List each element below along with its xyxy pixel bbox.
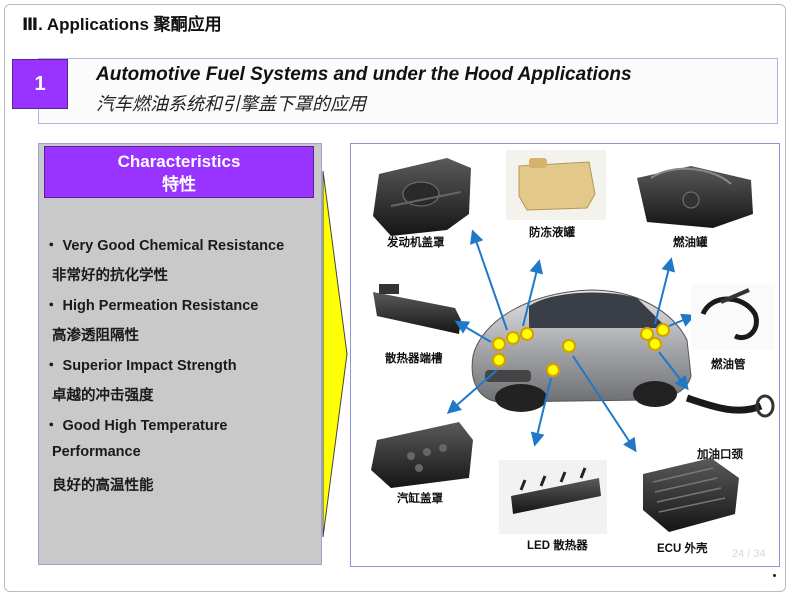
coolant-tank-image [506,150,606,220]
part-label-ecu-housing: ECU 外壳 [657,543,708,555]
pointer-arrows [446,229,696,453]
ecu-housing-image [643,458,739,532]
part-label-radiator-tank: 散热器端槽 [385,353,443,365]
part-label-fuel-line: 燃油管 [711,359,746,371]
filler-neck-image [685,394,775,418]
part-label-led-heatsink: LED 散热器 [527,540,588,552]
part-label-cylinder-cover: 汽缸盖罩 [397,493,443,505]
section-title-cn: 汽车燃油系统和引擎盖下罩的应用 [96,94,366,114]
characteristics-panel [38,143,322,565]
characteristic-line: 良好的高温性能 [52,478,154,494]
cylinder-head-cover-image [371,422,473,488]
component-location-dots [492,323,670,377]
characteristic-line: 高渗透阻隔性 [52,328,139,344]
yellow-arrow-icon [322,170,348,538]
characteristics-header-cn: 特性 [162,175,196,194]
engine-cover-image [373,158,471,236]
characteristic-line: ・ Good High Temperature [44,418,228,434]
section-heading-box [38,58,778,124]
section-number-badge: 1 [12,59,68,109]
parts-illustration-box: 发动机盖罩 防冻液罐 燃油罐 散热器端槽 燃油管 加油口颈 汽缸盖罩 LED 散… [350,143,780,567]
part-label-filler-neck: 加油口颈 [697,449,743,461]
radiator-end-tank-image [373,284,461,334]
page-title: Ⅲ. Applications 聚酮应用 [22,15,222,34]
characteristics-header-en: Characteristics [117,152,241,171]
characteristic-line: 非常好的抗化学性 [52,268,168,284]
led-heatsink-image [499,460,607,534]
characteristic-line: 卓越的冲击强度 [52,388,154,404]
characteristic-line: ・ High Permeation Resistance [44,298,259,314]
part-label-coolant-tank: 防冻液罐 [529,227,575,239]
fuel-line-image [691,284,775,350]
characteristic-line: ・ Superior Impact Strength [44,358,237,374]
part-label-fuel-tank: 燃油罐 [673,237,708,249]
characteristics-header: Characteristics 特性 [44,146,314,198]
section-title-en: Automotive Fuel Systems and under the Ho… [96,64,632,85]
fuel-tank-image [637,166,753,228]
page-number: 24 / 34 [732,548,766,560]
parts-illustration [371,150,775,534]
part-label-engine-cover: 发动机盖罩 [387,237,445,249]
car-image [471,289,692,412]
corner-dot [773,574,776,577]
characteristic-line: Performance [52,444,141,460]
characteristic-line: ・ Very Good Chemical Resistance [44,238,285,254]
